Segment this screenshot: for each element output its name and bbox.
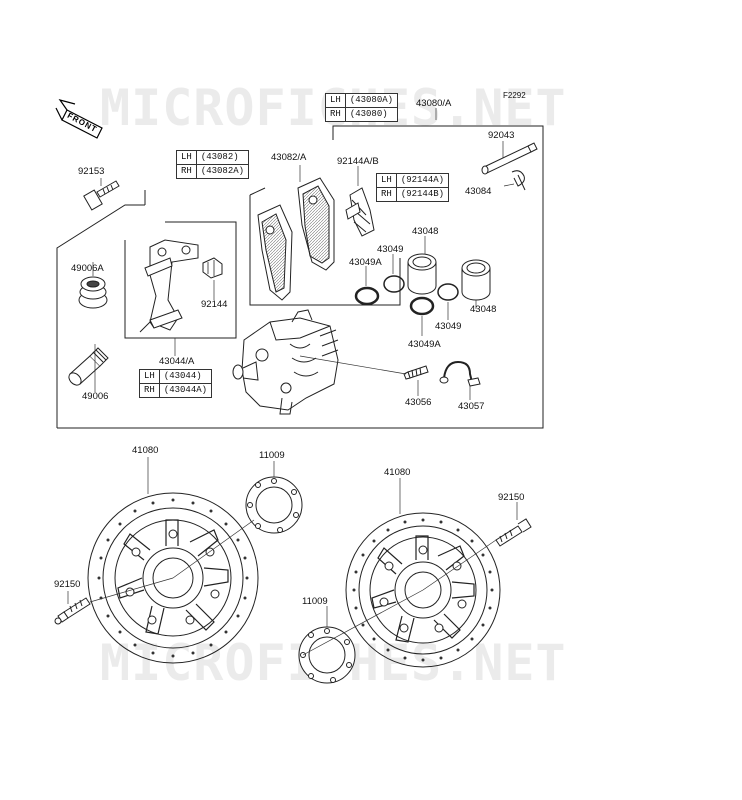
- seal-43049A-bottom: [409, 296, 435, 316]
- part-label-43049-top: 43049: [377, 244, 404, 255]
- clip-43084: [511, 170, 526, 191]
- boot-49006A: [78, 276, 108, 309]
- bolt-92153: [83, 180, 120, 211]
- part-label-43048-right: 43048: [470, 304, 497, 315]
- assembly-frame: [57, 125, 544, 429]
- rotor-left-holes: [97, 498, 249, 658]
- caliper-body: [232, 309, 339, 415]
- bleeder-43056: [403, 365, 429, 380]
- pin-92043: [481, 142, 538, 175]
- pipe-43057: [439, 360, 481, 387]
- rh-value: (92144B): [395, 187, 450, 202]
- rotor-right-holes: [352, 518, 494, 662]
- clip-92144: [202, 257, 223, 279]
- shim-11009-bottom: [298, 626, 356, 684]
- lh-value: (43044): [158, 369, 213, 384]
- part-label-11009-top: 11009: [259, 450, 285, 461]
- part-label-92043: 92043: [488, 130, 515, 141]
- rotor-right-bolts: [379, 545, 467, 633]
- rh-tag: RH: [139, 383, 160, 398]
- part-label-92150-left: 92150: [54, 579, 81, 590]
- assembly-frame-left: [56, 204, 145, 428]
- piston-43048-top: [407, 253, 437, 295]
- figure-code: F2292: [503, 91, 526, 100]
- bolt-92150-right: [495, 518, 532, 547]
- part-label-92150-right: 92150: [498, 492, 525, 503]
- bracket-frame: [124, 221, 237, 339]
- caliper-lh-rh-table: LH(43080A) RH(43080): [325, 93, 399, 122]
- part-label-49006A: 49006A: [71, 263, 104, 274]
- part-label-43082A: 43082/A: [271, 152, 307, 163]
- lh-tag: LH: [139, 369, 160, 384]
- pads-43082: [257, 177, 335, 301]
- lh-value: (43080A): [344, 93, 399, 108]
- lh-value: (92144A): [395, 173, 450, 188]
- leader-lines-upper: [92, 108, 515, 400]
- part-label-43049-bottom: 43049: [435, 321, 462, 332]
- spring-92144AB: [345, 187, 375, 237]
- part-label-49006: 49006: [82, 391, 109, 402]
- seal-43049-bottom: [437, 283, 459, 301]
- part-label-43056: 43056: [405, 397, 432, 408]
- part-label-92144AB: 92144A/B: [337, 156, 379, 167]
- rh-tag: RH: [325, 107, 346, 122]
- part-label-43044A: 43044/A: [159, 356, 195, 367]
- part-label-41080-right: 41080: [384, 467, 411, 478]
- front-arrow: [55, 98, 103, 139]
- part-label-43048-top: 43048: [412, 226, 439, 237]
- part-label-43049A-left: 43049A: [349, 257, 382, 268]
- part-label-43084: 43084: [465, 186, 492, 197]
- leader-lines-lower: [67, 457, 518, 656]
- bracket-43044: [139, 239, 199, 333]
- rh-tag: RH: [176, 164, 197, 179]
- pads-lh-rh-table: LH(43082) RH(43082A): [176, 150, 250, 179]
- part-label-92153: 92153: [78, 166, 105, 177]
- part-label-92144: 92144: [201, 299, 228, 310]
- part-label-41080-left: 41080: [132, 445, 159, 456]
- part-label-43057: 43057: [458, 401, 485, 412]
- part-label-43049A-bottom: 43049A: [408, 339, 441, 350]
- part-label-11009-bottom: 11009: [302, 596, 328, 607]
- shim-11009-top: [245, 476, 303, 534]
- sleeve-49006: [68, 347, 109, 386]
- piston-43048-right: [461, 259, 491, 301]
- rh-tag: RH: [376, 187, 397, 202]
- lh-tag: LH: [376, 173, 397, 188]
- pads-frame: [249, 195, 401, 306]
- bracket-lh-rh-table: LH(43044) RH(43044A): [139, 369, 213, 398]
- rh-value: (43044A): [158, 383, 213, 398]
- lh-value: (43082): [195, 150, 250, 165]
- spring-lh-rh-table: LH(92144A) RH(92144B): [376, 173, 450, 202]
- seal-43049-top: [383, 275, 405, 293]
- seal-43049A-left: [354, 286, 380, 306]
- lh-tag: LH: [176, 150, 197, 165]
- bolt-92150-left: [54, 597, 91, 625]
- rotor-left-bolts: [125, 529, 220, 625]
- lh-tag: LH: [325, 93, 346, 108]
- rh-value: (43080): [344, 107, 399, 122]
- rh-value: (43082A): [195, 164, 250, 179]
- part-label-43080A: 43080/A: [416, 98, 452, 109]
